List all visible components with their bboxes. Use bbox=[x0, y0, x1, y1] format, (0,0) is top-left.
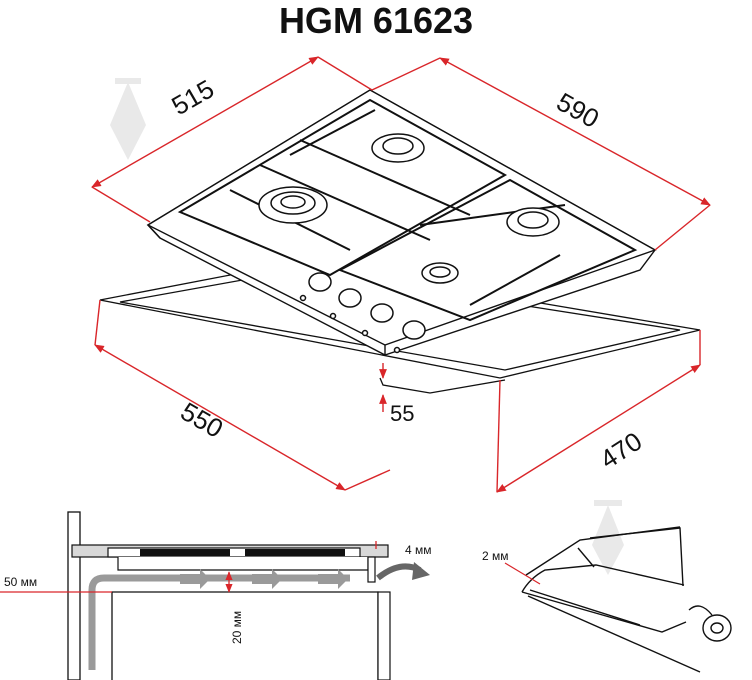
control-knobs bbox=[299, 272, 426, 354]
burner-large-left bbox=[258, 186, 328, 224]
cutout-depth-label: 470 bbox=[595, 426, 648, 475]
burner-small-front bbox=[421, 262, 459, 284]
installation-section bbox=[0, 511, 430, 680]
hob-body bbox=[146, 89, 657, 356]
knob-3 bbox=[370, 303, 394, 323]
seal-detail bbox=[521, 526, 732, 673]
seal-gap-pointer bbox=[504, 562, 541, 585]
cutout-width-label: 550 bbox=[176, 396, 229, 444]
air-gap-label: 20 мм bbox=[230, 611, 244, 644]
hob-depth-label: 515 bbox=[166, 73, 219, 121]
cutout-height-label: 55 bbox=[390, 401, 414, 426]
top-gap-label: 4 мм bbox=[405, 543, 432, 557]
product-title: HGM 61623 bbox=[278, 0, 474, 41]
burner-medium-back bbox=[371, 133, 425, 163]
knob-4 bbox=[402, 320, 426, 340]
seal-gap-label: 2 мм bbox=[482, 549, 509, 563]
hob-width-label: 590 bbox=[552, 87, 604, 134]
knob-1 bbox=[308, 272, 332, 292]
dimension-lines bbox=[91, 56, 711, 493]
airflow-arrows bbox=[180, 569, 348, 589]
burner-medium-right bbox=[506, 207, 560, 237]
knob-2 bbox=[338, 288, 362, 308]
wall-gap-label: 50 мм bbox=[4, 575, 37, 589]
